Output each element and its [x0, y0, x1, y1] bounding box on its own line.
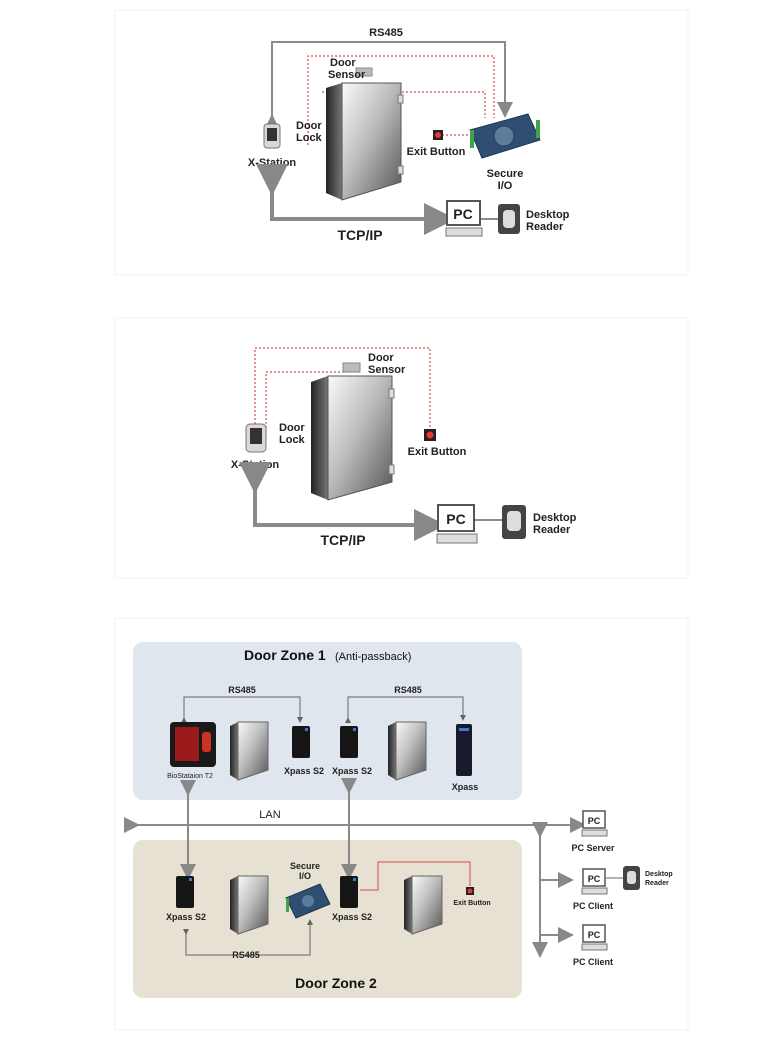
tcpip-line [256, 164, 456, 235]
door-sensor-label-2b: Sensor [368, 364, 406, 376]
xpass-icon [456, 724, 472, 776]
xpass-s2-label-d: Xpass S2 [332, 912, 372, 922]
desktop-reader-label-2b: Reader [533, 524, 571, 536]
exit-button-icon [435, 132, 441, 138]
pc-client-icon-1 [582, 868, 606, 887]
door-icon-3d [411, 875, 443, 935]
secure-io-label-3a: Secure [290, 861, 320, 871]
xpass-s2-icon-a [292, 726, 310, 758]
secure-io-label-3b: I/O [299, 871, 311, 881]
pc-client-label-2: PC Client [573, 957, 613, 967]
door-sensor-icon-2 [342, 362, 361, 373]
lan-label: LAN [259, 809, 280, 821]
pc-client-icon-2 [582, 924, 606, 943]
desktop-reader-label-1: Desktop [526, 209, 570, 221]
wire-outer [254, 347, 431, 440]
rs485-label-a: RS485 [228, 685, 256, 695]
rs485-line-b [345, 696, 466, 723]
exit-button-icon-2 [426, 431, 434, 439]
door-icon-2 [327, 375, 393, 501]
wire-exit-3 [360, 861, 471, 891]
pc-server-label: PC Server [571, 843, 615, 853]
door-sensor-label-2: Sensor [328, 69, 366, 81]
xpass-s2-icon-c [176, 876, 194, 908]
diagram-3: Door Zone 1 (Anti-passback) Door Zone 2 … [124, 642, 673, 998]
door-icon-3b [395, 721, 427, 781]
rs485-label-b: RS485 [394, 685, 422, 695]
door-zone-1-subtitle: (Anti-passback) [335, 651, 411, 663]
tcpip-label: TCP/IP [337, 227, 382, 243]
door-back [326, 83, 342, 200]
desktop-reader-label-2a: Desktop [533, 512, 577, 524]
xpass-s2-label-a: Xpass S2 [284, 766, 324, 776]
pc-client-label-1: PC Client [573, 901, 613, 911]
door-lock-label-2b: Lock [279, 434, 306, 446]
wire-sensor-2 [322, 91, 486, 118]
door-sensor-label-1: Door [330, 57, 356, 69]
door-sensor-icon [355, 67, 373, 77]
pc-server-icon [582, 810, 606, 829]
rs485-line [264, 41, 513, 130]
exit-button-label-2: Exit Button [408, 446, 467, 458]
pc-label-2: PC [446, 511, 465, 527]
exit-button-label: Exit Button [407, 146, 466, 158]
pc-client-pc-1: PC [588, 874, 601, 884]
door-back-2 [311, 376, 328, 500]
desktop-reader-label-2: Reader [526, 221, 564, 233]
door-lock-label-1: Door [296, 120, 322, 132]
xpass-s2-icon-b [340, 726, 358, 758]
wire-inner [265, 371, 360, 440]
door-icon [341, 82, 402, 201]
door-zone-2-title: Door Zone 2 [295, 975, 377, 991]
door-zone-1-title: Door Zone 1 [244, 647, 326, 663]
door-icon-3a [237, 721, 269, 781]
desktop-reader-label-3b: Reader [645, 880, 669, 887]
x-station-label: X-Station [248, 157, 297, 169]
panel-2 [114, 317, 689, 579]
tcpip-label-2: TCP/IP [320, 532, 365, 548]
door-icon-3c [237, 875, 269, 935]
biostation-label: BioStataion T2 [167, 773, 213, 780]
door-lock-label-2: Lock [296, 132, 323, 144]
rs485-label-c: RS485 [232, 950, 260, 960]
diagram-2: Door Sensor Door Lock X-Station Exit But… [231, 347, 577, 548]
pc-icon [446, 200, 481, 226]
secure-io-label-2: I/O [498, 180, 513, 192]
pc-client-pc-2: PC [588, 930, 601, 940]
wire-sensor [307, 55, 495, 145]
xpass-s2-label-c: Xpass S2 [166, 912, 206, 922]
pc-label: PC [453, 206, 472, 222]
xpass-label: Xpass [452, 782, 479, 792]
tcpip-line-2 [239, 462, 446, 541]
pc-server-pc: PC [588, 816, 601, 826]
xpass-s2-icon-d [340, 876, 358, 908]
rs485-line-c [183, 919, 313, 956]
exit-button-label-3: Exit Button [453, 900, 490, 907]
diagram-1: RS485 Door Sensor Door Lock X-Station Ex… [248, 27, 570, 243]
rs485-label: RS485 [369, 27, 403, 39]
exit-button-icon-3 [467, 888, 473, 894]
pc-icon-2 [437, 504, 475, 532]
x-station-label-2: X-Station [231, 459, 280, 471]
desktop-reader-label-3a: Desktop [645, 871, 673, 878]
secure-io-label-1: Secure [487, 168, 524, 180]
door-lock-label-2a: Door [279, 422, 305, 434]
rs485-line-a [181, 696, 303, 723]
xpass-s2-label-b: Xpass S2 [332, 766, 372, 776]
door-sensor-label-2a: Door [368, 352, 394, 364]
